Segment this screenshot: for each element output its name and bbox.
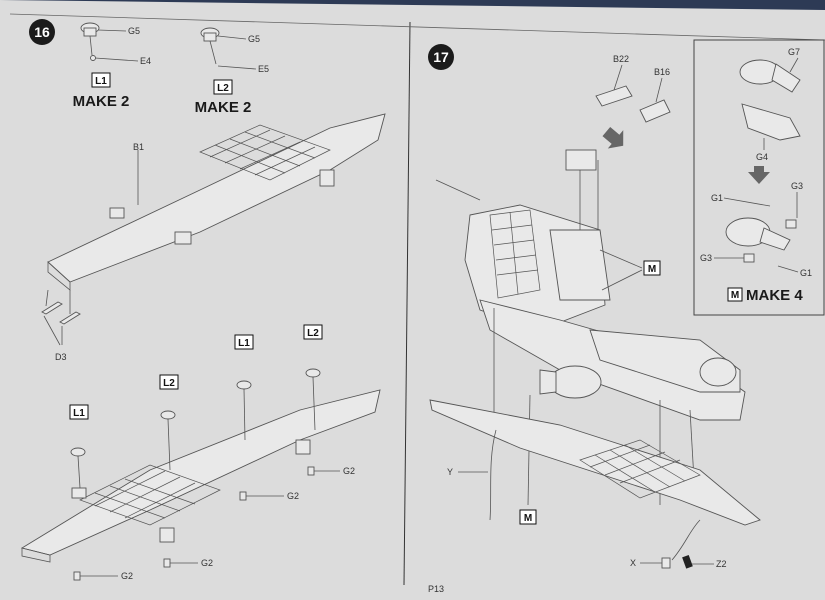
l2-box [213,79,233,95]
inset-down-arrow-icon [748,166,770,184]
down-arrow-icon [602,126,624,149]
z2-label: Z2 [716,559,727,569]
part-g5-label-2: G5 [248,34,260,44]
part-e5-label: E5 [258,64,269,74]
part-g5-label: G5 [128,26,140,36]
page-number: P13 [428,584,444,594]
step-16: 16 G5 E4 L1 MAKE 2 G5 E5 L2 MAKE 2 [20,19,386,581]
l1-box-label: L1 [95,76,107,87]
part-b16-label: B16 [654,67,670,77]
inset-frame [693,39,825,316]
step-16-number: 16 [34,24,50,40]
part-g7-label: G7 [788,47,800,57]
panel-divider [403,21,411,586]
step-16-badge [29,19,55,45]
m-box-b-label: M [524,513,532,524]
x-label: X [630,558,636,568]
page-top-rule [9,13,825,41]
part-g1-label-b: G1 [800,268,812,278]
lower-l1-label-b: L1 [238,338,250,349]
hull-lower-step17: Y X Z2 [429,399,761,569]
step-17-badge [428,44,454,70]
top-parts: B22 B16 [595,54,671,149]
lower-l1-box-a [69,404,89,420]
lower-l1-box-b [234,334,254,350]
lower-l2-box-b [303,324,323,340]
inset-m-box-label: M [731,290,739,301]
part-g4-label: G4 [756,152,768,162]
inset-make-4: G7 G4 G1 G3 G3 G1 M MAKE 4 [693,39,825,316]
m-box-a [643,260,661,276]
g2-label-c: G2 [201,558,213,568]
g2-label-a: G2 [343,466,355,476]
lower-l2-box-a [159,374,179,390]
inset-make-text: MAKE 4 [746,287,803,304]
l2-box-label: L2 [217,83,229,94]
y-label: Y [447,467,453,477]
part-b1-label: B1 [133,142,144,152]
part-g3-label-a: G3 [791,181,803,191]
g2-label-b: G2 [287,491,299,501]
lower-l1-label-a: L1 [73,408,85,419]
l2-make-text: MAKE 2 [195,99,252,116]
part-d3-label: D3 [55,352,67,362]
inset-m-box [727,287,743,302]
part-g3-label-b: G3 [700,253,712,263]
part-e4-label: E4 [140,56,151,66]
subassembly-l2: G5 E5 L2 MAKE 2 [195,27,269,116]
hull-lower-assembly: L1 L2 L1 L2 G2 G2 G2 [20,324,381,581]
hull-part-b1: B1 D3 [41,113,386,362]
g2-label-d: G2 [121,571,133,581]
subassembly-l1: G5 E4 L1 MAKE 2 [73,22,151,110]
l1-box [91,72,111,88]
step-17: 17 B22 B16 [428,39,825,569]
part-g1-label-a: G1 [711,193,723,203]
m-box-b [519,509,537,525]
part-b22-label: B22 [613,54,629,64]
m-box-a-label: M [648,264,656,275]
step-17-number: 17 [433,49,449,65]
l1-make-text: MAKE 2 [73,93,130,110]
lower-l2-label-a: L2 [163,378,175,389]
lower-l2-label-b: L2 [307,328,319,339]
